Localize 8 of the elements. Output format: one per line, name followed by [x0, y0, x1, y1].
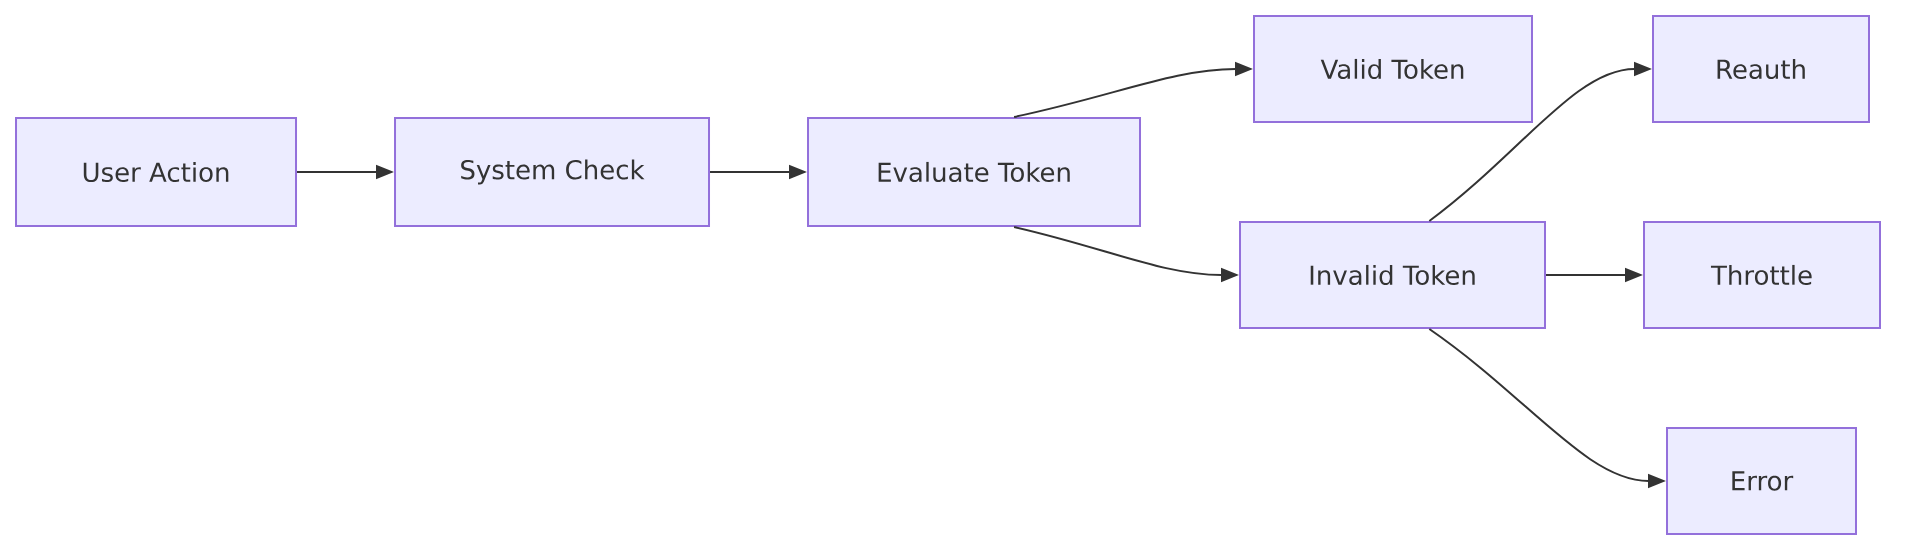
process-box: System Check — [394, 117, 710, 227]
process-box: Invalid Token — [1239, 221, 1546, 329]
process-box: Error — [1666, 427, 1857, 535]
process-box: User Action — [15, 117, 297, 227]
process-box: Reauth — [1652, 15, 1870, 123]
process-box: Throttle — [1643, 221, 1881, 329]
process-box: Evaluate Token — [807, 117, 1141, 227]
process-box: Valid Token — [1253, 15, 1533, 123]
